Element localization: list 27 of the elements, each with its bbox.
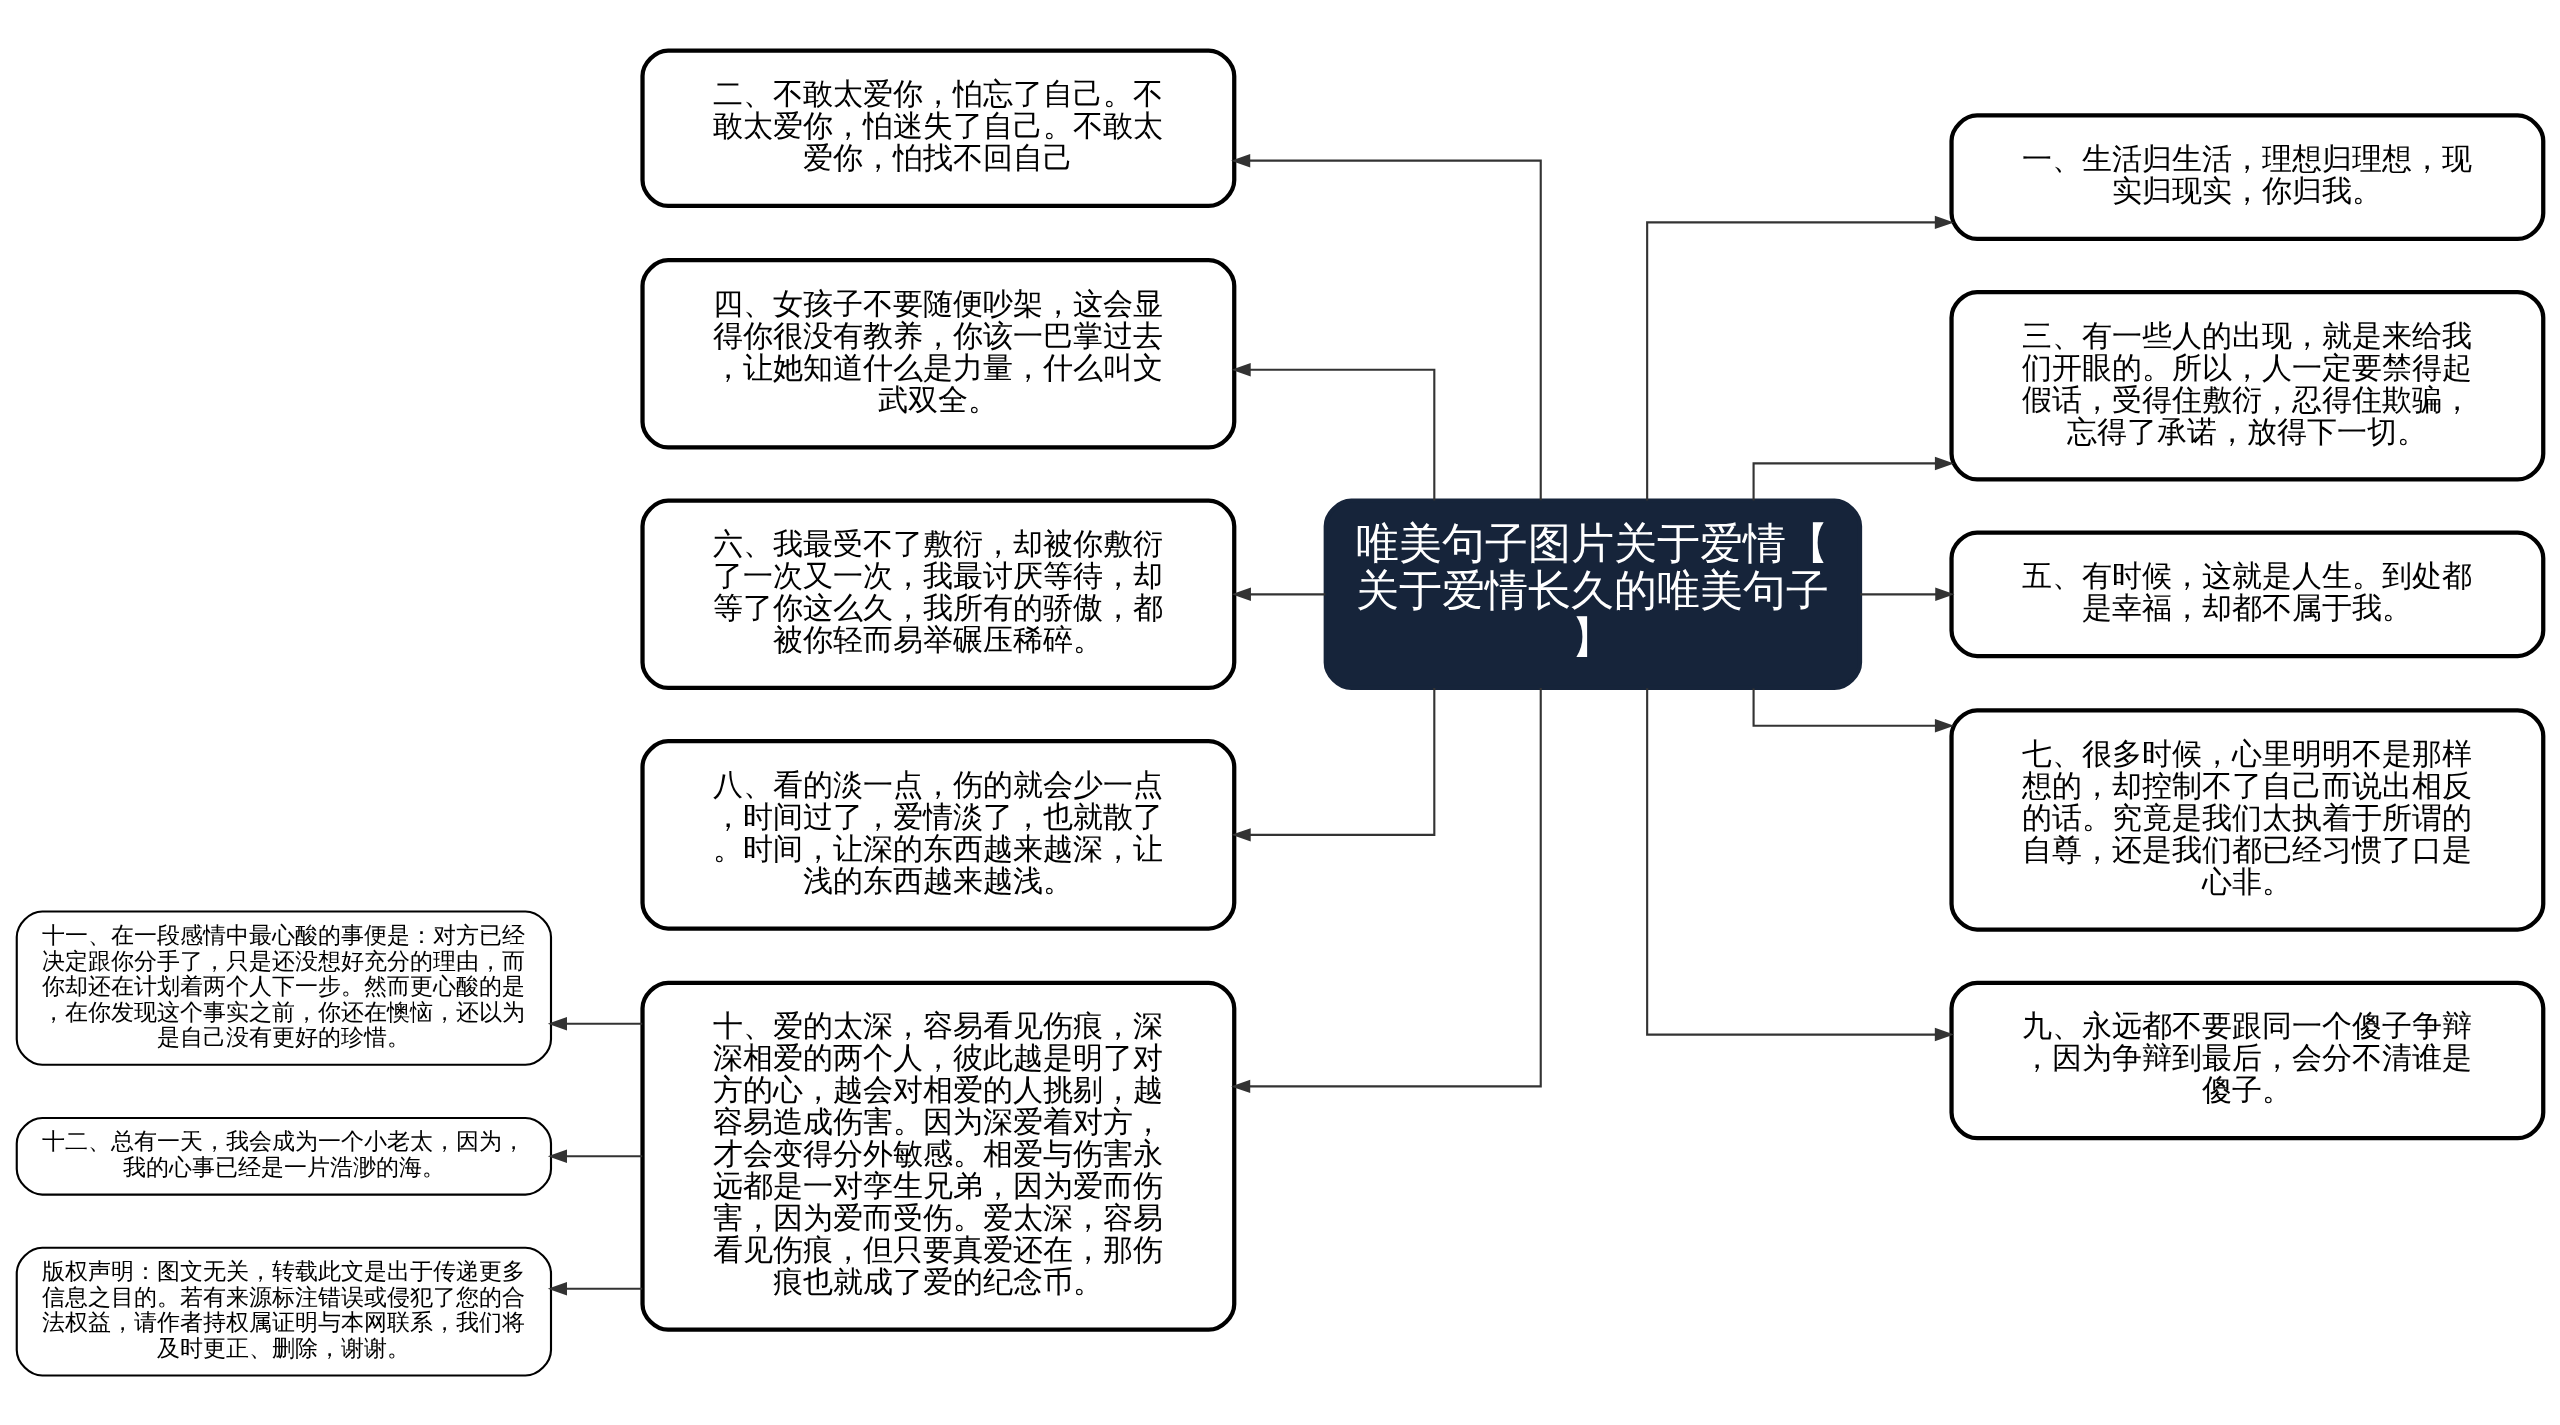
arrow — [1231, 687, 1542, 1093]
node-box: 唯美句子图片关于爱情【关于爱情长久的唯美句子】 — [1323, 498, 1863, 690]
node-box: 十一、在一段感情中最心酸的事便是：对方已经决定跟你分手了，只是还没想好充分的理由，而你却还在计划着两个人下一步。然而更心酸的是，在你发现这个事实之前，你还在懊恼，还以为是自己没有更好的珍惜。 — [15, 909, 553, 1066]
arrow — [1752, 456, 1955, 501]
arrow — [1646, 687, 1954, 1041]
node-box: 二、不敢太爱你，怕忘了自己。不敢太爱你，怕迷失了自己。不敢太爱你，怕找不回自己 — [640, 47, 1237, 208]
node-box: 一、生活归生活，理想归理想，现实归现实，你归我。 — [1949, 112, 2546, 241]
arrow — [547, 1149, 643, 1163]
arrow — [1231, 153, 1542, 500]
node-box: 十二、总有一天，我会成为一个小老太，因为，我的心事已经是一片浩渺的海。 — [15, 1116, 553, 1196]
node-box: 三、有一些人的出现，就是来给我们开眼的。所以，人一定要禁得起假话，受得住敷衍，忍得住欺骗，忘得了承诺，放得下一切。 — [1949, 289, 2546, 482]
node-box: 九、永远都不要跟同一个傻子争辩，因为争辩到最后，会分不清谁是傻子。 — [1949, 980, 2546, 1140]
node-box: 版权声明：图文无关，转载此文是出于传递更多信息之目的。若有来源标注错误或侵犯了您的合法权益，请作者持权属证明与本网联系，我们将及时更正、删除，谢谢。 — [15, 1246, 553, 1377]
arrow — [1231, 362, 1436, 500]
arrow — [1231, 687, 1436, 842]
arrow — [547, 1281, 643, 1295]
node-box: 七、很多时候，心里明明不是那样想的，却控制不了自己而说出相反的话。究竟是我们太执着于所谓的自尊，还是我们都已经习惯了口是心非。 — [1949, 707, 2546, 932]
node-box: 四、女孩子不要随便吵架，这会显得你很没有教养，你该一巴掌过去，让她知道什么是力量，什么叫文武双全。 — [640, 257, 1237, 450]
arrow — [1860, 587, 1955, 601]
node-box: 八、看的淡一点，伤的就会少一点，时间过了，爱情淡了，也就散了。时间，让深的东西越来越深，让浅的东西越来越浅。 — [640, 738, 1237, 931]
node-box: 十、爱的太深，容易看见伤痕，深深相爱的两个人，彼此越是明了对方的心，越会对相爱的人挑剔，越容易造成伤害。因为深爱着对方，才会变得分外敏感。相爱与伤害永远都是一对孪生兄弟，因为爱而伤害，因为爱而受伤。爱太深，容易看见伤痕，但只要真爱还在，那伤痕也就成了爱的纪念币。 — [640, 980, 1237, 1332]
arrow — [1752, 687, 1955, 732]
node-box: 五、有时候，这就是人生。到处都是幸福，却都不属于我。 — [1949, 530, 2546, 658]
arrow — [547, 1016, 643, 1030]
node-box: 六、我最受不了敷衍，却被你敷衍了一次又一次，我最讨厌等待，却等了你这么久，我所有的骄傲，都被你轻而易举碾压稀碎。 — [640, 498, 1237, 690]
arrow — [1646, 215, 1954, 500]
arrow — [1231, 587, 1326, 601]
